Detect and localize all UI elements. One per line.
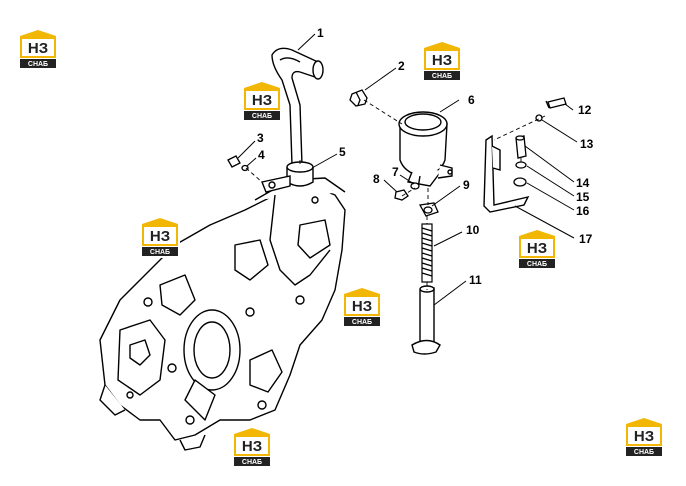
part-3-bolt: [227, 155, 241, 168]
callout-1: 1: [317, 26, 324, 40]
svg-text:СНАБ: СНАБ: [150, 249, 170, 256]
svg-text:СНАБ: СНАБ: [634, 449, 654, 456]
watermark-logo: СНАБ: [517, 230, 557, 270]
callout-8: 8: [373, 172, 380, 186]
callout-7: 7: [392, 165, 399, 179]
callout-11: 11: [469, 273, 482, 287]
part-15-washer: [515, 161, 527, 169]
part-7-washer: [410, 182, 420, 190]
callout-12: 12: [578, 103, 592, 117]
callout-2: 2: [398, 59, 405, 73]
assembly-guide-lines: [245, 99, 546, 290]
callout-10: 10: [466, 223, 480, 237]
part-9-clip: [418, 202, 439, 217]
part-2-fitting: [349, 89, 368, 107]
part-1-breather-pipe: [271, 47, 324, 166]
watermark-logo: СНАБ: [342, 288, 382, 328]
part-8-nut: [394, 189, 409, 201]
part-10-hose: [421, 223, 433, 283]
callout-labels: 1 2 3 4 5 6 7 8 9 10 11 12 13 14 15 16 1…: [257, 26, 594, 287]
part-12-bolt: [545, 97, 567, 109]
callout-9: 9: [463, 178, 470, 192]
callout-6: 6: [468, 93, 475, 107]
svg-text:СНАБ: СНАБ: [252, 113, 272, 120]
callout-15: 15: [576, 190, 590, 204]
callout-4: 4: [258, 148, 265, 162]
callout-16: 16: [576, 204, 590, 218]
watermark-logo: СНАБ: [232, 428, 272, 468]
watermark-logo: СНАБ: [18, 30, 58, 70]
svg-text:СНАБ: СНАБ: [432, 73, 452, 80]
watermark-logos: СНАБ СНАБ СНАБ СНАБ СНАБ СНАБ СНАБ СНАБ: [18, 30, 664, 468]
svg-text:СНАБ: СНАБ: [527, 261, 547, 268]
callout-5: 5: [339, 145, 346, 159]
part-17-bracket: [483, 134, 530, 213]
part-11-tube: [411, 285, 441, 355]
watermark-logo: СНАБ: [422, 42, 462, 82]
callout-17: 17: [579, 232, 593, 246]
part-4-washer: [241, 164, 249, 172]
watermark-logo: СНАБ: [140, 218, 180, 258]
watermark-logo: СНАБ: [242, 82, 282, 122]
callout-13: 13: [580, 137, 594, 151]
callout-3: 3: [257, 131, 264, 145]
part-5-clamp: [261, 161, 314, 193]
part-16-nut: [513, 177, 527, 187]
part-14-bolt: [515, 135, 527, 159]
leader-lines: [237, 33, 578, 306]
callout-14: 14: [576, 176, 590, 190]
watermark-logo: СНАБ: [624, 418, 664, 458]
svg-text:СНАБ: СНАБ: [352, 319, 372, 326]
part-6-breather-canister: [398, 111, 453, 189]
svg-text:СНАБ: СНАБ: [242, 459, 262, 466]
timing-cover-housing: [99, 177, 346, 451]
svg-text:СНАБ: СНАБ: [28, 61, 48, 68]
